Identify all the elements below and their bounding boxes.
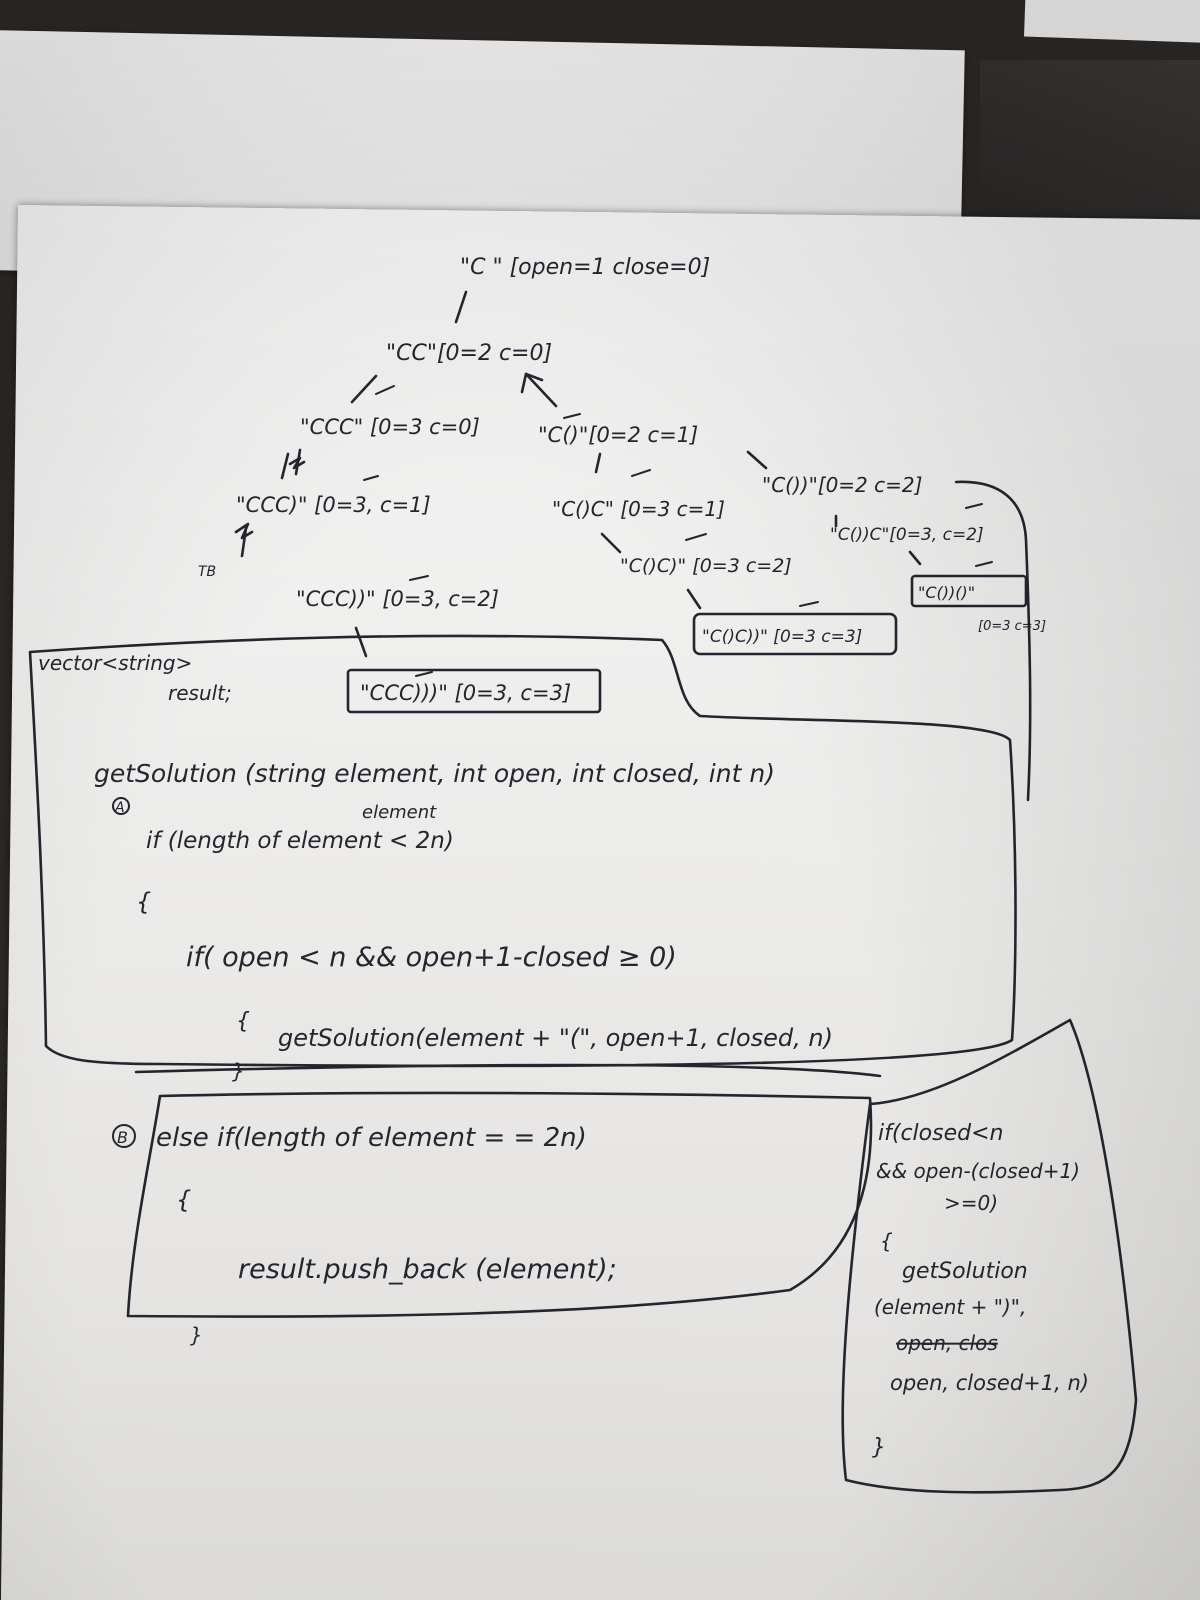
node-root: "C " [open=1 close=0]	[460, 255, 710, 280]
loop-side-block	[841, 1018, 1138, 1494]
node-l1: "CC"[0=2 c=0]	[386, 341, 552, 366]
edge-l4-left	[354, 626, 368, 658]
node-l3-mid: "C()C" [0=3 c=1]	[552, 497, 725, 521]
node-l2-left: "CCC" [0=3 c=0]	[300, 415, 480, 439]
marker-a: A	[114, 800, 125, 816]
edge-l3-mid	[600, 532, 622, 554]
margin-mark: TB	[198, 564, 216, 580]
decl-line-2: result;	[168, 681, 232, 705]
node-l4-right: "C())C"[0=3, c=2]	[830, 525, 984, 545]
cond-open-line: if( open < n && open+1-closed ≥ 0)	[186, 942, 677, 973]
side-line-9: }	[872, 1435, 886, 1460]
node-l2-right: "C()"[0=2 c=1]	[538, 423, 698, 447]
signature-line: getSolution (string element, int open, i…	[94, 759, 775, 788]
cond-a-insert: element	[362, 802, 437, 823]
marker-b-circle	[112, 1124, 136, 1148]
brace-close-3: }	[190, 1323, 203, 1347]
code-block: vector<string> result; getSolution (stri…	[38, 651, 833, 1347]
decl-line-1: vector<string>	[38, 651, 192, 675]
brace-open-1: {	[136, 888, 151, 916]
call-open-line: getSolution(element + "(", open+1, close…	[278, 1024, 833, 1052]
leaf-right-box	[910, 574, 1028, 608]
edge-arrowhead	[520, 372, 544, 394]
edge-l2-mid	[594, 452, 602, 474]
edge-l4-mid	[686, 588, 702, 610]
edge-root-l1	[454, 290, 468, 324]
side-line-2: && open-(closed+1)	[876, 1159, 1080, 1183]
tree-edges	[240, 290, 993, 677]
node-l4-left: "CCC))" [0=3, c=2]	[296, 587, 499, 611]
side-line-8: open, closed+1, n)	[890, 1371, 1089, 1395]
leaf-left: "CCC)))" [0=3, c=3]	[360, 681, 571, 705]
node-l3-left: "CCC)" [0=3, c=1]	[236, 493, 431, 517]
cond-a-line: if (length of element < 2n)	[146, 828, 454, 854]
loop-link	[134, 1063, 882, 1078]
leaf-boxes: "CCC)))" [0=3, c=3] "C()C))" [0=3 c=3] "…	[346, 574, 1046, 714]
side-line-4: {	[880, 1229, 893, 1253]
brace-open-3: {	[176, 1186, 191, 1214]
scribble-1	[288, 456, 306, 470]
tree-nodes: "C " [open=1 close=0] "CC"[0=2 c=0] "CCC…	[198, 255, 984, 611]
leaf-right-note: [0=3 c=3]	[978, 619, 1046, 634]
else-line: else if(length of element = = 2n)	[156, 1123, 587, 1153]
loop-block-b	[126, 1091, 873, 1318]
marker-b: B	[117, 1128, 128, 1147]
loops	[28, 480, 1138, 1494]
edge-l1-left	[350, 374, 378, 404]
side-line-6: (element + ")",	[874, 1295, 1026, 1319]
leaf-right: "C())()"	[918, 583, 975, 602]
scribble-2	[234, 522, 254, 540]
brace-open-2: {	[236, 1009, 250, 1034]
leaf-left-box	[346, 668, 602, 714]
side-line-1: if(closed<n	[878, 1121, 1003, 1146]
leaf-mid-box	[692, 612, 898, 656]
side-line-3: >=0)	[944, 1191, 998, 1215]
edge-l4-right	[908, 550, 922, 566]
edge-l2-right	[746, 450, 768, 470]
loop-block-a	[28, 634, 1017, 1068]
push-back-line: result.push_back (element);	[238, 1254, 617, 1285]
side-line-7: open, clos	[896, 1331, 998, 1355]
brace-close-1: }	[232, 1059, 245, 1083]
edge-l2-left-b	[280, 452, 290, 480]
marker-a-circle	[112, 797, 130, 815]
leaf-mid: "C()C))" [0=3 c=3]	[702, 627, 862, 647]
node-l4-mid: "C()C)" [0=3 c=2]	[620, 555, 792, 577]
side-line-5: getSolution	[902, 1259, 1028, 1284]
loop-right-upper	[954, 480, 1032, 802]
side-code-block: if(closed<n && open-(closed+1) >=0) { ge…	[872, 1121, 1089, 1460]
edge-l1-right	[524, 372, 558, 408]
node-l3-right: "C())"[0=2 c=2]	[762, 473, 922, 497]
